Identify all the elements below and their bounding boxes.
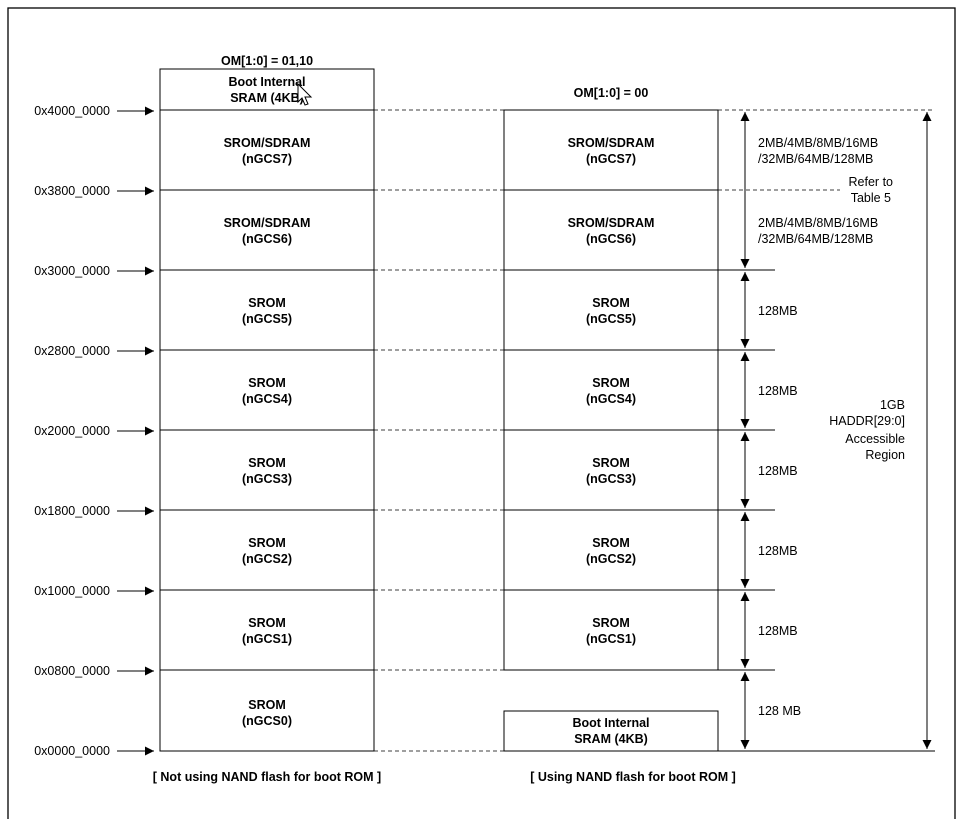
left-boot-sram-block: Boot Internal SRAM (4KB) — [228, 75, 305, 105]
address-label: 0x4000_0000 — [34, 104, 110, 118]
bank-chip-select: (nGCS2) — [242, 552, 292, 566]
total-size-line3: Accessible — [845, 432, 905, 446]
sdram6-size-line2: /32MB/64MB/128MB — [758, 232, 873, 246]
sdram7-size-line1: 2MB/4MB/8MB/16MB — [758, 136, 878, 150]
dashed-connectors — [374, 109, 935, 752]
left-bank-ngcs7: SROM/SDRAM (nGCS7) — [224, 136, 311, 166]
left-boot-sram-line2: SRAM (4KB) — [230, 91, 304, 105]
bank-chip-select: (nGCS6) — [242, 232, 292, 246]
refer-note-line1: Refer to — [849, 175, 894, 189]
bank-type: SROM — [248, 698, 286, 712]
bank-type: SROM — [592, 376, 630, 390]
left-memory-map: Boot Internal SRAM (4KB) SROM/SDRAM (nGC… — [159, 68, 375, 752]
address-arrows — [117, 106, 154, 756]
bank-type: SROM — [248, 536, 286, 550]
mouse-pointer-icon — [297, 82, 313, 106]
bank-chip-select: (nGCS2) — [586, 552, 636, 566]
right-bank-ngcs5: SROM (nGCS5) — [586, 296, 636, 326]
right-bank-ngcs2: SROM (nGCS2) — [586, 536, 636, 566]
address-label: 0x1800_0000 — [34, 504, 110, 518]
address-label: 0x0800_0000 — [34, 664, 110, 678]
bank3-size: 128MB — [758, 464, 798, 478]
bank-chip-select: (nGCS5) — [242, 312, 292, 326]
right-map-header: OM[1:0] = 00 — [574, 86, 649, 100]
page-frame — [7, 7, 956, 824]
size-arrows — [718, 112, 935, 752]
left-map-header: OM[1:0] = 01,10 — [221, 54, 313, 68]
bank-chip-select: (nGCS7) — [586, 152, 636, 166]
bank-type: SROM — [248, 296, 286, 310]
bank-chip-select: (nGCS1) — [242, 632, 292, 646]
left-bank-ngcs6: SROM/SDRAM (nGCS6) — [224, 216, 311, 246]
bank0-size: 128 MB — [758, 704, 801, 718]
right-bank-ngcs3: SROM (nGCS3) — [586, 456, 636, 486]
left-bank-ngcs4: SROM (nGCS4) — [242, 376, 292, 406]
bank5-size: 128MB — [758, 304, 798, 318]
sdram6-size-line1: 2MB/4MB/8MB/16MB — [758, 216, 878, 230]
left-bank-ngcs1: SROM (nGCS1) — [242, 616, 292, 646]
bank-type: SROM/SDRAM — [224, 216, 311, 230]
right-bank-ngcs6: SROM/SDRAM (nGCS6) — [568, 216, 655, 246]
bank-chip-select: (nGCS0) — [242, 714, 292, 728]
address-label: 0x3800_0000 — [34, 184, 110, 198]
right-boot-sram-line1: Boot Internal — [572, 716, 649, 730]
left-bank-ngcs5: SROM (nGCS5) — [242, 296, 292, 326]
right-bank-ngcs4: SROM (nGCS4) — [586, 376, 636, 406]
bank-chip-select: (nGCS5) — [586, 312, 636, 326]
address-label: 0x1000_0000 — [34, 584, 110, 598]
bank-chip-select: (nGCS4) — [586, 392, 636, 406]
right-boot-sram-line2: SRAM (4KB) — [574, 732, 648, 746]
bank-chip-select: (nGCS7) — [242, 152, 292, 166]
right-map-outline — [503, 109, 719, 671]
bank-type: SROM — [248, 616, 286, 630]
right-boot-sram-box — [503, 710, 719, 752]
bank-type: SROM/SDRAM — [568, 136, 655, 150]
address-label: 0x2000_0000 — [34, 424, 110, 438]
left-bank-ngcs3: SROM (nGCS3) — [242, 456, 292, 486]
bank-chip-select: (nGCS6) — [586, 232, 636, 246]
bank-chip-select: (nGCS1) — [586, 632, 636, 646]
address-labels: 0x4000_0000 0x3800_0000 0x3000_0000 0x28… — [34, 104, 110, 758]
bank-type: SROM — [248, 376, 286, 390]
bank1-size: 128MB — [758, 624, 798, 638]
size-annotations: 2MB/4MB/8MB/16MB /32MB/64MB/128MB Refer … — [758, 136, 905, 718]
bank-type: SROM — [592, 536, 630, 550]
sdram7-size-line2: /32MB/64MB/128MB — [758, 152, 873, 166]
left-bank-ngcs0: SROM (nGCS0) — [242, 698, 292, 728]
right-boot-sram-block: Boot Internal SRAM (4KB) — [503, 710, 719, 752]
total-size-line4: Region — [865, 448, 905, 462]
bank-type: SROM — [592, 616, 630, 630]
refer-note-line2: Table 5 — [851, 191, 891, 205]
bank-chip-select: (nGCS3) — [242, 472, 292, 486]
bank-chip-select: (nGCS3) — [586, 472, 636, 486]
left-bank-ngcs2: SROM (nGCS2) — [242, 536, 292, 566]
address-label: 0x0000_0000 — [34, 744, 110, 758]
bank4-size: 128MB — [758, 384, 798, 398]
total-size-line1: 1GB — [880, 398, 905, 412]
bank-type: SROM — [592, 296, 630, 310]
right-memory-map: SROM/SDRAM (nGCS7) SROM/SDRAM (nGCS6) SR… — [503, 109, 775, 752]
left-map-caption: [ Not using NAND flash for boot ROM ] — [153, 770, 381, 784]
bank-chip-select: (nGCS4) — [242, 392, 292, 406]
bank2-size: 128MB — [758, 544, 798, 558]
address-label: 0x2800_0000 — [34, 344, 110, 358]
right-bank-ngcs1: SROM (nGCS1) — [586, 616, 636, 646]
address-label: 0x3000_0000 — [34, 264, 110, 278]
bank-type: SROM — [592, 456, 630, 470]
bank-type: SROM/SDRAM — [568, 216, 655, 230]
left-map-outline — [159, 68, 375, 752]
right-map-caption: [ Using NAND flash for boot ROM ] — [530, 770, 736, 784]
total-size-line2: HADDR[29:0] — [829, 414, 905, 428]
right-bank-ngcs7: SROM/SDRAM (nGCS7) — [568, 136, 655, 166]
left-boot-sram-line1: Boot Internal — [228, 75, 305, 89]
bank-type: SROM/SDRAM — [224, 136, 311, 150]
bank-type: SROM — [248, 456, 286, 470]
